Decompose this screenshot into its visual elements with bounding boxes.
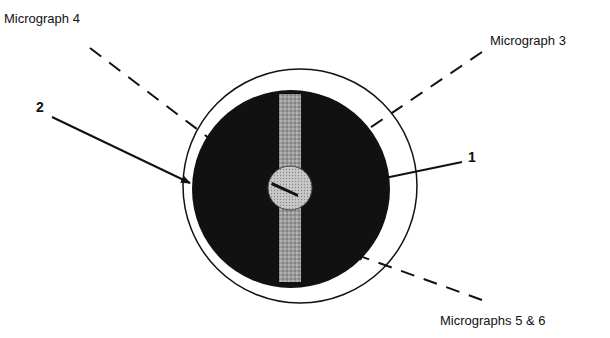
- micrograph-label: Micrograph 3: [490, 34, 566, 48]
- leader-line: [90, 48, 222, 148]
- callout-number: 1: [468, 150, 476, 165]
- micrograph-label: Micrograph 4: [4, 12, 80, 26]
- inner-core: [192, 90, 390, 288]
- central-notch: [271, 182, 298, 197]
- callout-number: 2: [36, 100, 44, 115]
- leader-arrow: [52, 117, 190, 183]
- leader-line: [354, 254, 482, 300]
- leader-arrow: [356, 162, 462, 184]
- micrograph-label: Micrographs 5 & 6: [440, 314, 546, 328]
- central-disc: [268, 166, 312, 210]
- outer-ring: [183, 69, 417, 303]
- leader-line: [352, 52, 482, 140]
